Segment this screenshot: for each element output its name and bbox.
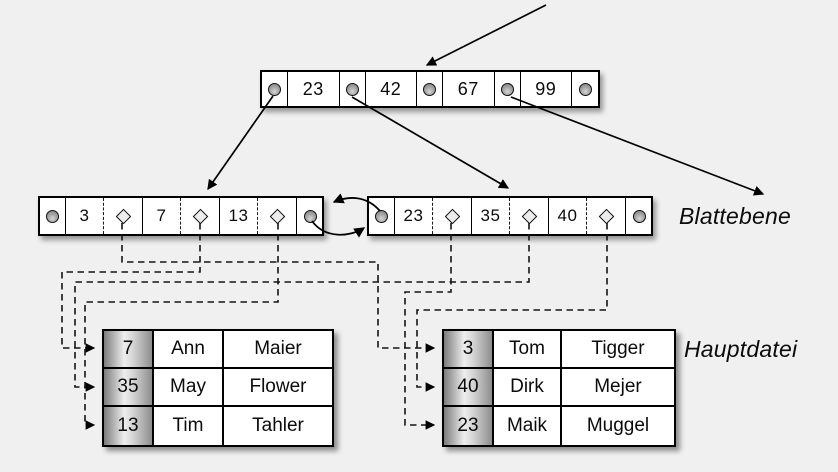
leaf-key-cell: 13 xyxy=(220,198,258,234)
table-last-name-cell: Muggel xyxy=(562,407,674,445)
record-pointer-cell xyxy=(104,198,143,234)
pointer-circle-icon xyxy=(345,82,359,96)
pointer-circle-icon xyxy=(268,82,281,96)
diamond-icon xyxy=(521,208,537,224)
record-pointer-cell xyxy=(433,198,472,234)
table-first-name-cell: Tim xyxy=(154,407,224,445)
pointer-circle-icon xyxy=(303,209,317,223)
table-key-cell: 13 xyxy=(104,407,154,445)
leaf-node-left: 3 7 13 xyxy=(38,196,324,236)
record-pointer-cell xyxy=(587,198,626,234)
table-first-name-cell: Dirk xyxy=(494,369,562,407)
pointer-cell xyxy=(40,198,66,234)
pointer-circle-icon xyxy=(578,82,592,96)
table-key-cell: 7 xyxy=(104,331,154,369)
record-pointer-cell xyxy=(258,198,297,234)
diamond-icon xyxy=(598,208,614,224)
leaf-key-cell: 23 xyxy=(395,198,433,234)
main-file-table-left: 7 Ann Maier 35 May Flower 13 Tim Tahler xyxy=(102,329,334,447)
table-key-cell: 35 xyxy=(104,369,154,407)
pointer-circle-icon xyxy=(375,209,388,223)
table-first-name-cell: May xyxy=(154,369,224,407)
record-pointer-cell xyxy=(510,198,549,234)
record-pointer-cell xyxy=(181,198,220,234)
root-key-cell: 67 xyxy=(443,72,495,106)
pointer-cell xyxy=(340,72,366,106)
main-file-table-right: 3 Tom Tigger 40 Dirk Mejer 23 Maik Mugge… xyxy=(442,329,676,447)
pointer-cell xyxy=(262,72,288,106)
diamond-icon xyxy=(444,208,460,224)
pointer-cell xyxy=(495,72,521,106)
root-node: 23 42 67 99 xyxy=(260,70,600,108)
arrow-root-to-right-leaf xyxy=(351,96,510,189)
pointer-cell xyxy=(369,198,395,234)
root-key-cell: 42 xyxy=(366,72,417,106)
pointer-cell xyxy=(572,72,598,106)
arrow-root-to-next-leaf xyxy=(510,96,765,196)
diamond-icon xyxy=(115,208,131,224)
leaf-key-cell: 3 xyxy=(66,198,104,234)
table-key-cell: 40 xyxy=(444,369,494,407)
leaf-key-cell: 40 xyxy=(549,198,587,234)
leaf-key-cell: 7 xyxy=(143,198,181,234)
pointer-circle-icon xyxy=(500,82,514,96)
pointer-circle-icon xyxy=(632,209,646,223)
main-file-label: Hauptdatei xyxy=(684,336,798,362)
table-key-cell: 3 xyxy=(444,331,494,369)
table-last-name-cell: Mejer xyxy=(562,369,674,407)
arrow-into-root xyxy=(425,4,547,66)
root-key-cell: 99 xyxy=(521,72,572,106)
pointer-cell xyxy=(626,198,652,234)
table-key-cell: 23 xyxy=(444,407,494,445)
root-key-cell: 23 xyxy=(288,72,340,106)
pointer-cell xyxy=(297,198,323,234)
table-last-name-cell: Tigger xyxy=(562,331,674,369)
pointer-circle-icon xyxy=(46,209,59,223)
diamond-icon xyxy=(192,208,208,224)
pointer-cell xyxy=(417,72,443,106)
leaf-key-cell: 35 xyxy=(472,198,510,234)
table-first-name-cell: Maik xyxy=(494,407,562,445)
pointer-circle-icon xyxy=(423,82,436,96)
table-last-name-cell: Maier xyxy=(224,331,332,369)
arrow-root-to-left-leaf xyxy=(207,95,274,191)
table-last-name-cell: Tahler xyxy=(224,407,332,445)
table-first-name-cell: Tom xyxy=(494,331,562,369)
leaf-node-right: 23 35 40 xyxy=(367,196,653,236)
table-last-name-cell: Flower xyxy=(224,369,332,407)
leaf-level-label: Blattebene xyxy=(679,203,791,229)
table-first-name-cell: Ann xyxy=(154,331,224,369)
diamond-icon xyxy=(269,208,285,224)
